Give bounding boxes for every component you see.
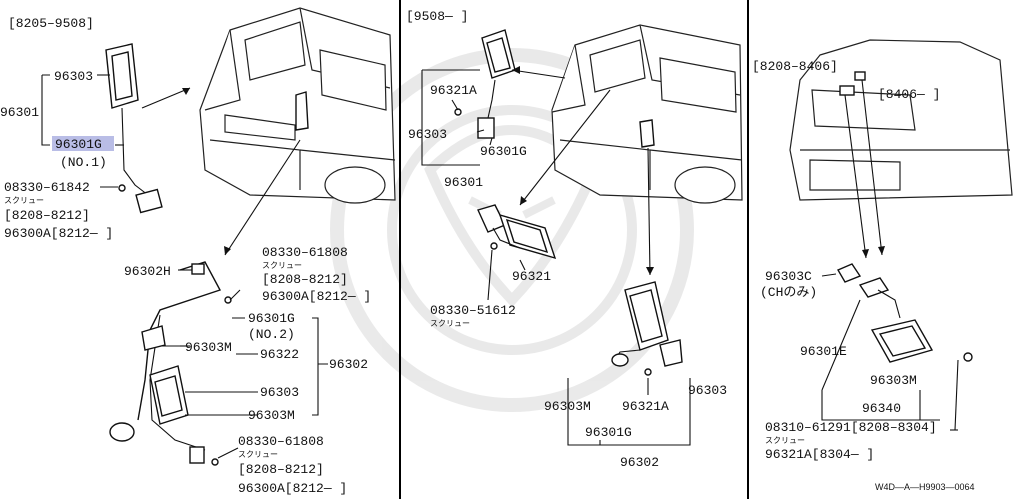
part-96302h: 96302H xyxy=(124,264,171,279)
screw-kana: スクリュー xyxy=(4,196,44,205)
part-96301e: 96301E xyxy=(800,344,847,359)
mirror-middle-bottom xyxy=(611,281,683,376)
screw-part-number: 08330–61842 xyxy=(4,180,90,195)
part-96321: 96321 xyxy=(512,269,551,284)
screw-kana: スクリュー xyxy=(430,319,470,328)
part-96301: 96301 xyxy=(0,105,39,120)
range-label: [8205–9508] xyxy=(8,16,94,31)
part-96340: 96340 xyxy=(862,401,901,416)
screw-range: [8208–8212] xyxy=(238,462,324,477)
part-96303: 96303 xyxy=(260,385,299,400)
screw-kana: スクリュー xyxy=(765,436,805,445)
mirror-middle-top xyxy=(454,29,516,139)
no1-label: (NO.1) xyxy=(60,155,107,170)
part-96301g: 96301G xyxy=(480,144,527,159)
part-96301: 96301 xyxy=(444,175,483,190)
screw-alt: 96300A[8212— ] xyxy=(262,289,371,304)
left-panel: [8205–9508] 96303 96301 96301G (NO.1) 08… xyxy=(0,7,396,496)
screw-part-number: 08330–61808 xyxy=(238,434,324,449)
range-label: [8208–8406] xyxy=(752,59,838,74)
screw-kana: スクリュー xyxy=(238,450,278,459)
middle-panel: [9508— ] 96321A 96303 96301G 96301 96321… xyxy=(406,9,743,470)
screw-range: [8208–8212] xyxy=(262,272,348,287)
part-96302: 96302 xyxy=(620,455,659,470)
part-96321a: 96321A xyxy=(622,399,669,414)
right-panel: [8208–8406] [8406— ] 96303C (CHのみ) 96301… xyxy=(752,39,1013,492)
highlight-96301g xyxy=(52,136,114,151)
mirror-no2 xyxy=(109,261,232,466)
part-96302: 96302 xyxy=(329,357,368,372)
part-96303: 96303 xyxy=(688,383,727,398)
no2-label: (NO.2) xyxy=(248,327,295,342)
watermark-emblem xyxy=(330,48,694,412)
part-96321a: 96321A xyxy=(430,83,477,98)
screw-range: [8208–8212] xyxy=(4,208,90,223)
screw-alt: 96300A[8212— ] xyxy=(238,481,347,496)
screw-kana: スクリュー xyxy=(262,261,302,270)
screw-part-number: 08310–61291[8208–8304] xyxy=(765,420,937,435)
part-96301g[interactable]: 96301G xyxy=(55,137,102,152)
van-left-illustration xyxy=(199,7,396,204)
part-96301g: 96301G xyxy=(585,425,632,440)
mirror-96321 xyxy=(477,204,557,260)
diagram-code: W4D—A—H9903—0064 xyxy=(875,482,975,492)
range-label: [9508— ] xyxy=(406,9,468,24)
screw-part-number: 08330–51612 xyxy=(430,303,516,318)
part-96303m: 96303M xyxy=(248,408,295,423)
screw-alt: 96300A[8212— ] xyxy=(4,226,113,241)
part-96303: 96303 xyxy=(54,69,93,84)
part-96301g: 96301G xyxy=(248,311,295,326)
screw-alt: 96321A[8304— ] xyxy=(765,447,874,462)
part-96303: 96303 xyxy=(408,127,447,142)
room-lamp-parts xyxy=(836,263,973,363)
van-rear-illustration xyxy=(789,39,1013,201)
ch-only-note: (CHのみ) xyxy=(760,285,817,300)
range-label: [8406— ] xyxy=(878,87,940,102)
part-96322: 96322 xyxy=(260,347,299,362)
part-96303c: 96303C xyxy=(765,269,812,284)
van-middle-illustration xyxy=(551,24,743,204)
part-96303m: 96303M xyxy=(870,373,917,388)
part-96303m: 96303M xyxy=(185,340,232,355)
mirror-no1 xyxy=(105,43,163,214)
part-96303m: 96303M xyxy=(544,399,591,414)
screw-part-number: 08330–61808 xyxy=(262,245,348,260)
